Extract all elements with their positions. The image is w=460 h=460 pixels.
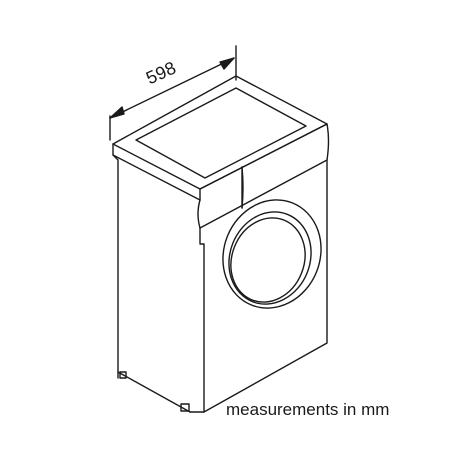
machine-front-panel xyxy=(189,123,330,413)
measurements-caption: measurements in mm xyxy=(226,400,390,419)
dimension-arrow-right xyxy=(219,57,235,70)
dimension-arrow-left xyxy=(109,106,125,119)
machine-top-lid xyxy=(112,75,328,201)
machine-side-panel xyxy=(112,154,191,413)
width-dimension-line xyxy=(109,45,237,141)
door-porthole xyxy=(222,199,322,309)
